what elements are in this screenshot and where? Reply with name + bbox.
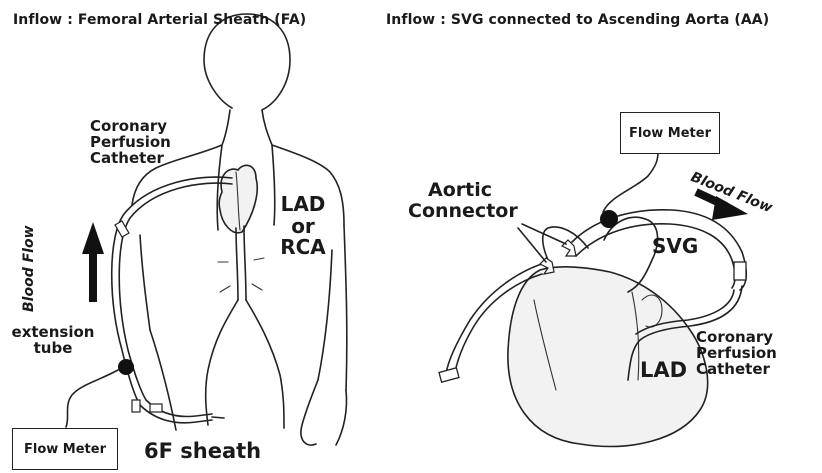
right-catheter-label-line-3: Catheter (696, 361, 777, 377)
left-catheter-label-line-1: Coronary (90, 118, 171, 134)
aortic-connector-pointers (518, 224, 566, 262)
catheter-path (112, 177, 232, 423)
right-flow-meter-box: Flow Meter (620, 112, 720, 154)
lad-label: LAD (640, 359, 687, 382)
right-catheter-label-line-2: Perfusion (696, 345, 777, 361)
extension-tube-line-2: tube (8, 340, 98, 356)
left-panel-title: Inflow : Femoral Arterial Sheath (FA) (13, 12, 306, 28)
left-heart (219, 165, 257, 232)
left-blood-flow-label: Blood Flow (22, 225, 37, 312)
left-flow-meter-box: Flow Meter (12, 428, 118, 470)
target-vessel-line-1: LAD (276, 194, 330, 216)
left-catheter-label-line-2: Perfusion (90, 134, 171, 150)
right-catheter-label-line-1: Coronary (696, 329, 777, 345)
right-panel-title: Inflow : SVG connected to Ascending Aort… (386, 12, 769, 28)
arterial-tree (206, 226, 284, 428)
extension-tube-label: extension tube (8, 324, 98, 356)
svg-label: SVG (652, 236, 698, 258)
left-catheter-label-line-3: Catheter (90, 150, 171, 166)
aortic-connector-line-1: Aortic (408, 180, 512, 201)
right-catheter-label: Coronary Perfusion Catheter (696, 329, 777, 378)
sheath-label: 6F sheath (144, 440, 261, 463)
target-vessel-line-3: RCA (276, 237, 330, 259)
left-blood-flow-arrow (82, 222, 104, 302)
aortic-connector-line-2: Connector (408, 201, 512, 222)
extension-tube-line-1: extension (8, 324, 98, 340)
target-vessel-label: LAD or RCA (276, 194, 330, 259)
left-catheter-label: Coronary Perfusion Catheter (90, 118, 171, 167)
right-flow-sensor (600, 152, 658, 228)
aortic-connector-label: Aortic Connector (408, 180, 512, 221)
target-vessel-line-2: or (276, 216, 330, 238)
left-flow-sensor (66, 359, 134, 427)
